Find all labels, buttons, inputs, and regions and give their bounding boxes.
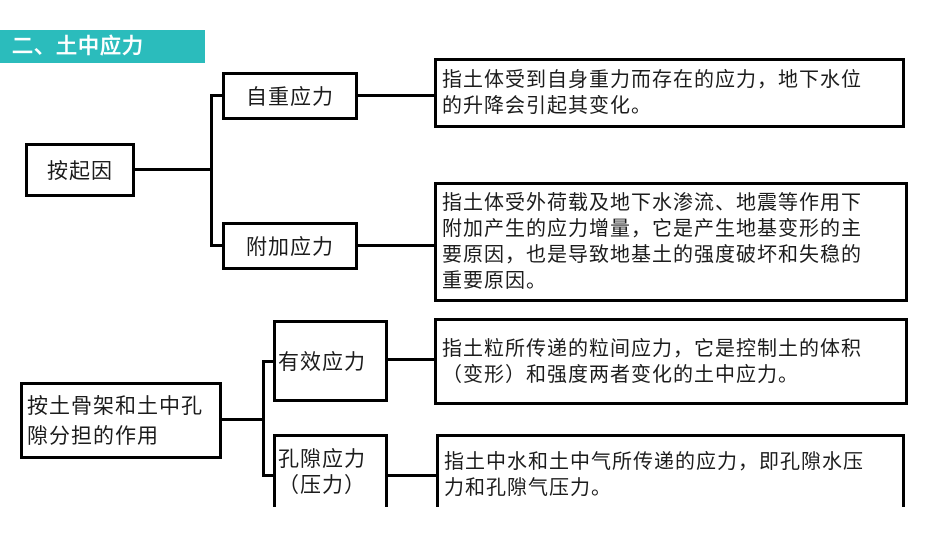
category-box-skeleton-pore: 按土骨架和土中孔 隙分担的作用 bbox=[20, 382, 222, 459]
connector-line bbox=[262, 360, 265, 477]
description-text: 指土中水和土中气所传递的应力，即孔隙水压 力和孔隙气压力。 bbox=[444, 451, 864, 499]
description-box-effective-stress: 指土粒所传递的粒间应力，它是控制土的体积 （变形）和强度两者变化的土中应力。 bbox=[434, 318, 908, 405]
node-label: 附加应力 bbox=[246, 235, 334, 259]
connector-line bbox=[210, 94, 225, 97]
description-box-pore-stress: 指土中水和土中气所传递的应力，即孔隙水压 力和孔隙气压力。 bbox=[436, 434, 905, 507]
node-label: 孔隙应力 （压力） bbox=[278, 447, 366, 497]
category-box-by-cause: 按起因 bbox=[25, 143, 135, 197]
connector-line bbox=[219, 418, 265, 421]
node-box-effective-stress: 有效应力 bbox=[273, 320, 388, 402]
connector-line bbox=[262, 474, 276, 477]
connector-line bbox=[385, 358, 437, 361]
connector-line bbox=[385, 474, 439, 477]
connector-line bbox=[210, 244, 225, 247]
category-label: 按土骨架和土中孔 隙分担的作用 bbox=[27, 393, 203, 448]
connector-line bbox=[262, 360, 276, 363]
section-title: 二、土中应力 bbox=[12, 35, 144, 58]
description-text: 指土粒所传递的粒间应力，它是控制土的体积 （变形）和强度两者变化的土中应力。 bbox=[442, 337, 862, 386]
node-box-additional-stress: 附加应力 bbox=[222, 222, 358, 270]
category-label: 按起因 bbox=[47, 159, 113, 183]
description-text: 指土体受到自身重力而存在的应力，地下水位 的升降会引起其变化。 bbox=[442, 69, 862, 117]
node-label: 自重应力 bbox=[246, 85, 334, 109]
description-box-additional-stress: 指土体受外荷载及地下水渗流、地震等作用下 附加产生的应力增量，它是产生地基变形的… bbox=[434, 182, 908, 302]
description-text: 指土体受外荷载及地下水渗流、地震等作用下 附加产生的应力增量，它是产生地基变形的… bbox=[442, 192, 862, 292]
section-banner: 二、土中应力 bbox=[0, 30, 205, 63]
connector-line bbox=[210, 94, 213, 247]
connector-line bbox=[355, 94, 437, 97]
connector-line bbox=[135, 168, 213, 171]
node-box-pore-stress: 孔隙应力 （压力） bbox=[273, 434, 388, 507]
node-label: 有效应力 bbox=[278, 350, 366, 374]
description-box-self-weight-stress: 指土体受到自身重力而存在的应力，地下水位 的升降会引起其变化。 bbox=[434, 58, 905, 128]
connector-line bbox=[355, 244, 437, 247]
node-box-self-weight-stress: 自重应力 bbox=[222, 72, 358, 120]
